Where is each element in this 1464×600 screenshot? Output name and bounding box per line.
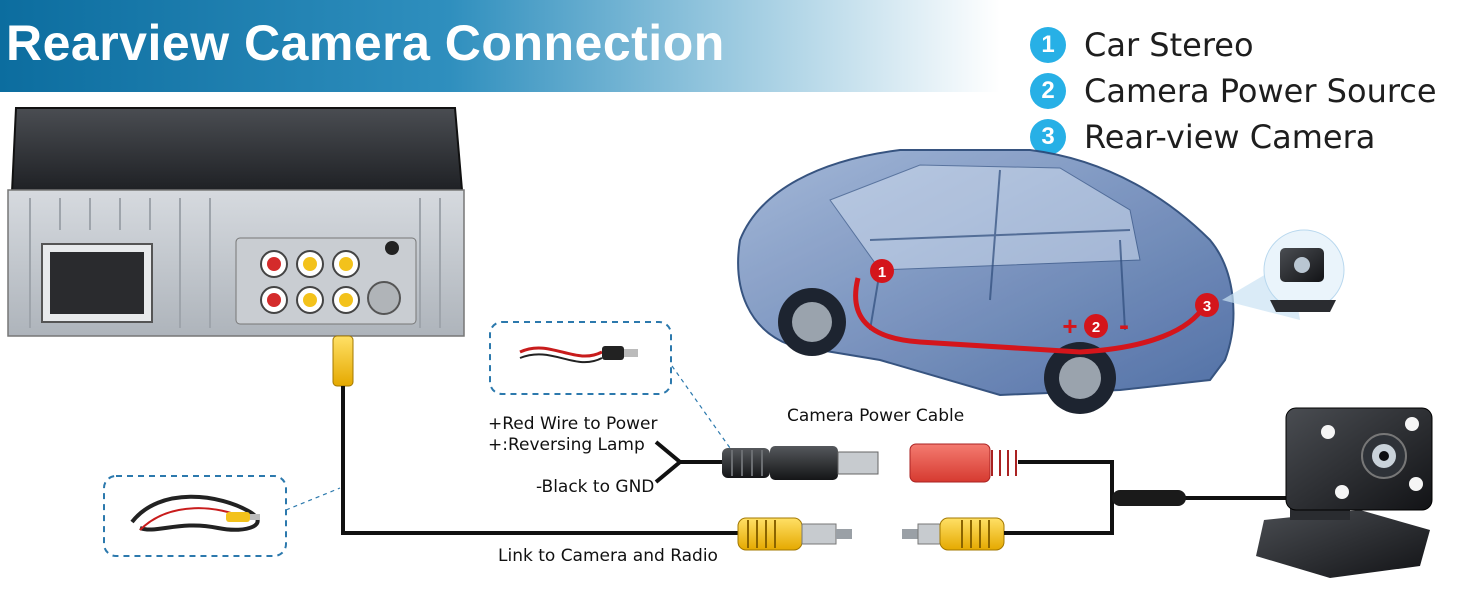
- legend-number-badge: 2: [1030, 73, 1066, 109]
- camera-callout: [1222, 229, 1345, 320]
- polarity-minus: -: [1119, 309, 1129, 342]
- link-cable-label: Link to Camera and Radio: [498, 546, 718, 566]
- rca-ports: [260, 241, 401, 315]
- legend-label: Car Stereo: [1084, 26, 1254, 64]
- rear-view-camera: [1256, 407, 1433, 578]
- car-markers: 1 2 3 + -: [878, 264, 1211, 342]
- header-banner: Rearview Camera Connection: [0, 0, 1000, 92]
- reversing-lamp-label: +:Reversing Lamp: [488, 435, 645, 455]
- legend: 1 Car Stereo 2 Camera Power Source 3 Rea…: [1030, 22, 1450, 160]
- power-wire-inset: [489, 321, 731, 449]
- car-illustration: [737, 149, 1235, 414]
- page-title: Rearview Camera Connection: [6, 15, 725, 71]
- black-gnd-label: -Black to GND: [536, 477, 655, 497]
- camera-side-cables: [902, 443, 1290, 551]
- link-cable: [332, 335, 852, 551]
- camera-power-cable-label: Camera Power Cable: [787, 406, 965, 426]
- legend-label: Camera Power Source: [1084, 72, 1437, 110]
- legend-number-badge: 3: [1030, 119, 1066, 155]
- rca-cable-inset: [103, 475, 341, 557]
- legend-label: Rear-view Camera: [1084, 118, 1376, 156]
- legend-item-car-stereo: 1 Car Stereo: [1030, 22, 1450, 68]
- car-marker-2: 2: [1092, 319, 1100, 336]
- car-marker-1: 1: [878, 264, 886, 281]
- legend-item-rear-view-camera: 3 Rear-view Camera: [1030, 114, 1450, 160]
- red-wire-label: +Red Wire to Power: [488, 414, 658, 434]
- car-marker-3: 3: [1203, 298, 1211, 315]
- legend-number-badge: 1: [1030, 27, 1066, 63]
- legend-item-camera-power-source: 2 Camera Power Source: [1030, 68, 1450, 114]
- polarity-plus: +: [1062, 311, 1077, 341]
- power-pigtail: [654, 440, 879, 484]
- car-stereo-unit: [7, 107, 465, 337]
